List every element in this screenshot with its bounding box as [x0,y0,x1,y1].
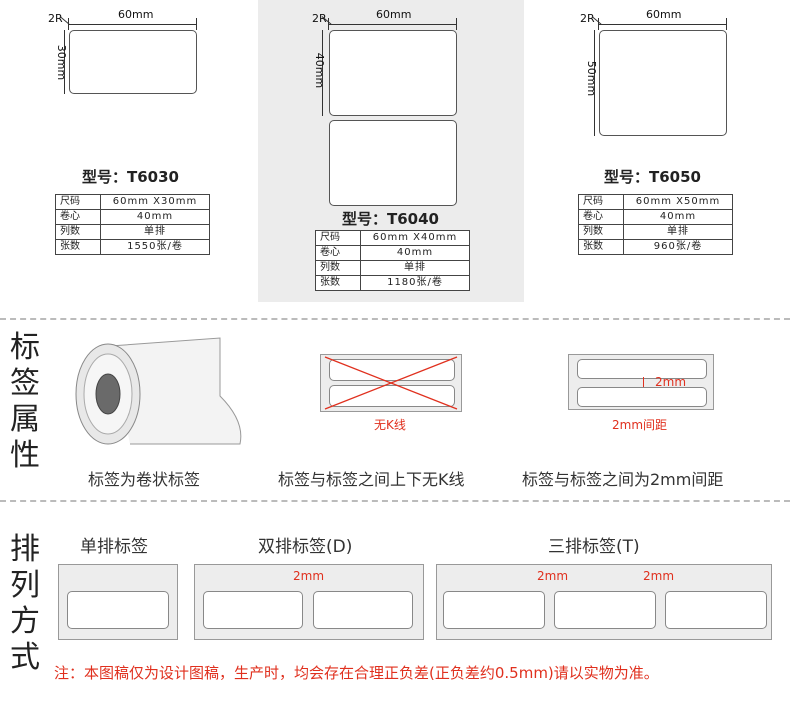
gap-value: 2mm [643,569,675,583]
spec-key: 列数 [315,260,361,276]
label-shape [577,359,707,379]
spec-key: 卷心 [578,209,624,225]
no-line-diagram [320,354,462,412]
label-shape [67,591,169,629]
width-dimension-line [68,24,196,25]
gap-caption: 标签与标签之间为2mm间距 [522,470,724,489]
spec-value: 单排 [623,224,733,240]
spec-value: 1180张/卷 [360,275,470,291]
width-dimension-line [598,24,726,25]
height-dimension-line [64,30,65,94]
triple-row-title: 三排标签(T) [548,537,640,557]
label-t6040-shape [329,30,457,116]
gap-marker [643,377,644,387]
spec-value: 40mm [100,209,210,225]
double-row-title: 双排标签(D) [258,537,353,557]
height-dimension: 50mm [585,60,599,97]
gap-value: 2mm [537,569,569,583]
section-divider [0,318,790,320]
width-dimension: 60mm [376,8,412,21]
double-row-diagram: 2mm [194,564,424,640]
gap-tag: 2mm间距 [612,418,668,432]
gap-value: 2mm [293,569,325,583]
label-shape [329,359,455,381]
label-shape [313,591,413,629]
label-shape [665,591,767,629]
no-line-tag: 无K线 [374,418,406,432]
dim-tick [68,18,69,30]
label-shape [329,385,455,407]
width-dimension-line [328,24,456,25]
label-shape [443,591,545,629]
spec-value: 60mm X50mm [623,194,733,210]
spec-key: 尺码 [315,230,361,246]
label-t6050-shape [599,30,727,136]
dim-tick [598,18,599,30]
model-name-t6040: 型号：T6040 [342,210,439,228]
spec-value: 单排 [100,224,210,240]
disclaimer-note: 注：本图稿仅为设计图稿，生产时，均会存在合理正负差(正负差约0.5mm)请以实物… [54,664,659,682]
spec-key: 张数 [315,275,361,291]
label-shape [577,387,707,407]
gap-diagram: 2mm [568,354,714,410]
spec-key: 列数 [578,224,624,240]
spec-key: 尺码 [55,194,101,210]
spec-key: 张数 [55,239,101,255]
arrangement-title: 排列方式 [10,532,40,675]
height-dimension: 40mm [313,52,327,89]
label-t6030-shape [69,30,197,94]
corner-radius-label: 2R [580,12,595,25]
spec-value: 40mm [623,209,733,225]
triple-row-diagram: 2mm 2mm [436,564,772,640]
label-shape [203,591,303,629]
spec-value: 60mm X30mm [100,194,210,210]
label-t6040-shape-second [329,120,457,206]
width-dimension: 60mm [646,8,682,21]
spec-value: 60mm X40mm [360,230,470,246]
cross-mark-icon [324,356,458,410]
model-name-t6050: 型号：T6050 [604,168,701,186]
spec-key: 尺码 [578,194,624,210]
label-shape [554,591,656,629]
model-name-t6030: 型号：T6030 [82,168,179,186]
spec-key: 张数 [578,239,624,255]
spec-value: 960张/卷 [623,239,733,255]
single-row-diagram [58,564,178,640]
spec-value: 40mm [360,245,470,261]
roll-caption: 标签为卷状标签 [88,470,201,489]
width-dimension: 60mm [118,8,154,21]
attributes-title: 标签属性 [10,330,40,473]
spec-key: 列数 [55,224,101,240]
dim-tick [328,18,329,30]
label-roll-illustration [75,337,242,445]
dim-tick [196,18,197,30]
gap-value: 2mm [655,375,687,389]
corner-radius-label: 2R [48,12,63,25]
spec-value: 单排 [360,260,470,276]
spec-key: 卷心 [55,209,101,225]
section-divider [0,500,790,502]
dim-tick [726,18,727,30]
spec-value: 1550张/卷 [100,239,210,255]
height-dimension-line [594,30,595,136]
height-dimension: 30mm [55,44,69,81]
spec-key: 卷心 [315,245,361,261]
corner-radius-label: 2R [312,12,327,25]
single-row-title: 单排标签 [80,537,148,557]
dim-tick [456,18,457,30]
height-dimension-line [322,30,323,116]
no-line-caption: 标签与标签之间上下无K线 [278,470,465,489]
